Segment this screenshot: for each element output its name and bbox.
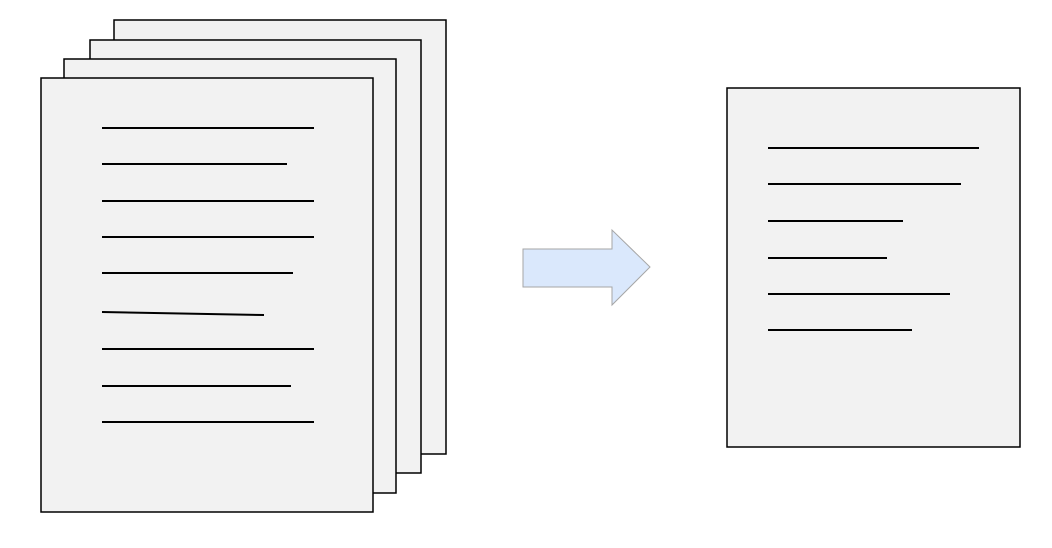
right-arrow-icon bbox=[522, 228, 651, 307]
result-page bbox=[726, 87, 1021, 448]
source-document-stack bbox=[40, 19, 447, 513]
result-page-text-lines bbox=[768, 147, 979, 331]
stack-page-front bbox=[40, 77, 374, 513]
text-line bbox=[101, 311, 265, 316]
source-page-text-lines bbox=[101, 127, 314, 423]
result-document bbox=[726, 87, 1021, 448]
